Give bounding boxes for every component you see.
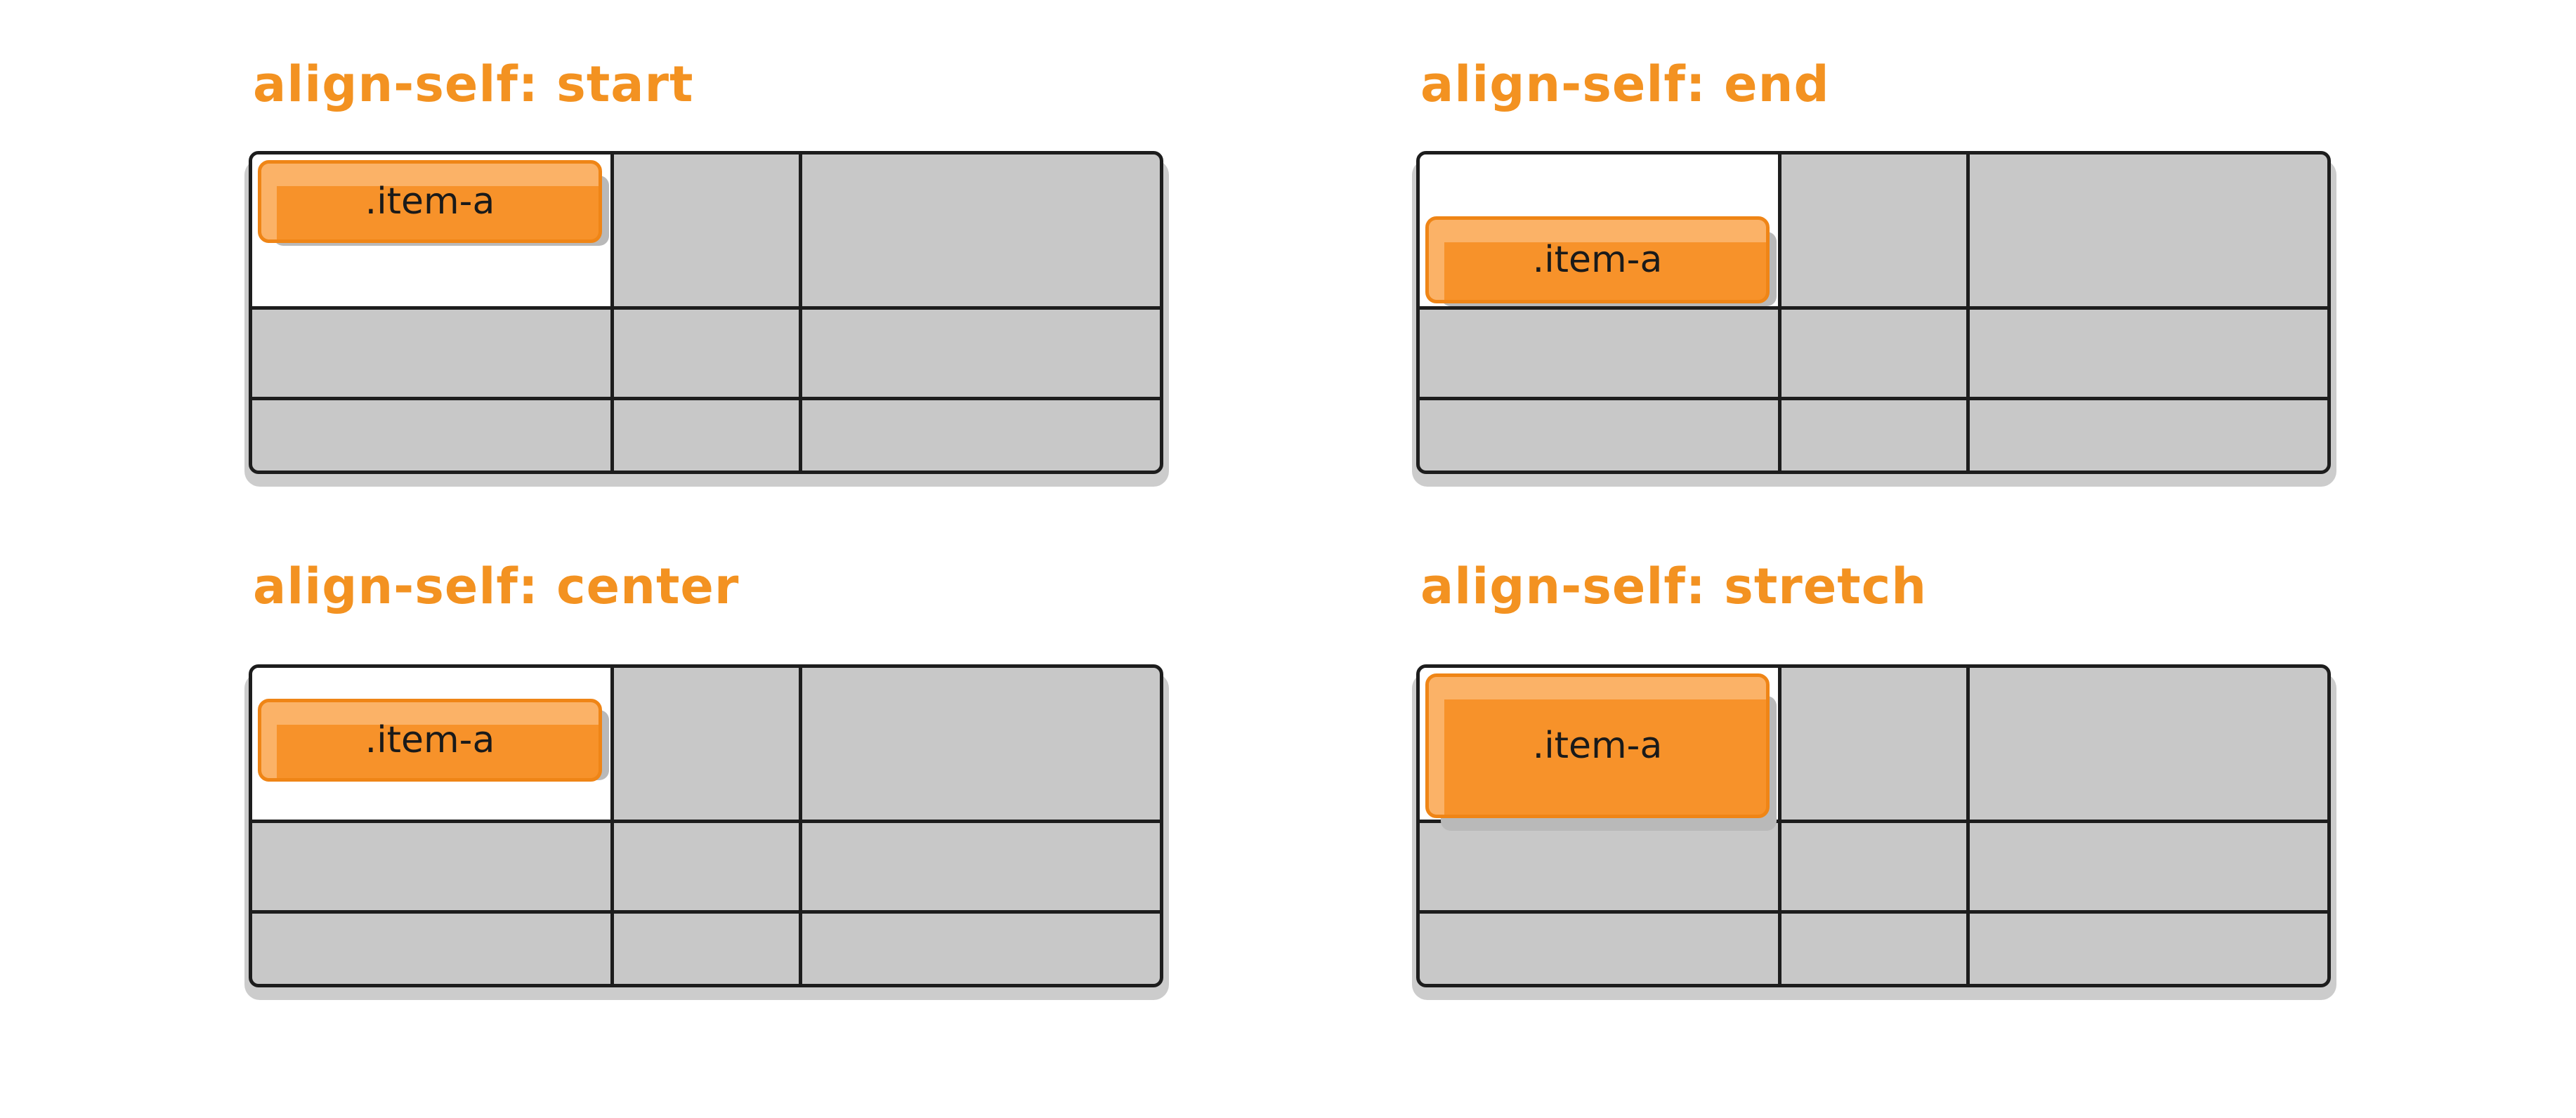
grid-item-a: .item-a: [1425, 216, 1770, 303]
grid-item-a: .item-a: [258, 699, 602, 782]
grid-line-row-2: [1420, 910, 2327, 914]
grid-diagram: .item-a: [1412, 151, 2336, 487]
grid-line-column-2: [1966, 668, 1970, 984]
grid-line-column-2: [799, 668, 802, 984]
item-label: .item-a: [1532, 239, 1663, 281]
grid-line-column-1: [1778, 154, 1781, 471]
grid-line-row-2: [1420, 397, 2327, 400]
grid-container: .item-a: [1416, 664, 2331, 987]
item-highlight: [261, 702, 599, 725]
panel-title: align-self: end: [1420, 55, 1830, 113]
grid-line-column-2: [1966, 154, 1970, 471]
item-label: .item-a: [1532, 725, 1663, 767]
item-highlight: [1429, 220, 1766, 242]
grid-line-column-1: [1778, 668, 1781, 984]
item-label: .item-a: [365, 719, 495, 761]
panel-title: align-self: stretch: [1420, 558, 1928, 615]
item-highlight-left: [1429, 677, 1444, 815]
grid-line-column-2: [799, 154, 802, 471]
panel-title: align-self: center: [253, 558, 740, 615]
grid-item-a: .item-a: [258, 160, 602, 243]
grid-line-row-2: [252, 910, 1160, 914]
grid-line-column-1: [610, 668, 614, 984]
grid-line-row-1: [252, 820, 1160, 823]
item-highlight: [1429, 677, 1766, 699]
grid-container: .item-a: [1416, 151, 2331, 474]
grid-item-a: .item-a: [1425, 673, 1770, 818]
grid-line-row-1: [1420, 820, 2327, 823]
grid-line-column-1: [610, 154, 614, 471]
item-highlight-left: [261, 164, 277, 239]
grid-diagram: .item-a: [244, 151, 1169, 487]
panel-align-stretch: align-self: stretch .item-a: [1412, 558, 2343, 1000]
panel-align-end: align-self: end .item-a: [1412, 55, 2343, 495]
item-highlight-left: [1429, 220, 1444, 300]
item-label: .item-a: [365, 180, 495, 223]
grid-container: .item-a: [249, 151, 1163, 474]
grid-line-row-1: [252, 306, 1160, 310]
panel-align-start: align-self: start .item-a: [244, 55, 1176, 495]
grid-line-row-1: [1420, 306, 2327, 310]
panel-align-center: align-self: center .item-a: [244, 558, 1176, 1000]
grid-diagram: .item-a: [244, 664, 1169, 1000]
grid-diagram: .item-a: [1412, 664, 2336, 1000]
item-highlight-left: [261, 702, 277, 778]
grid-line-row-2: [252, 397, 1160, 400]
grid-container: .item-a: [249, 664, 1163, 987]
panel-title: align-self: start: [253, 55, 694, 113]
item-highlight: [261, 164, 599, 186]
